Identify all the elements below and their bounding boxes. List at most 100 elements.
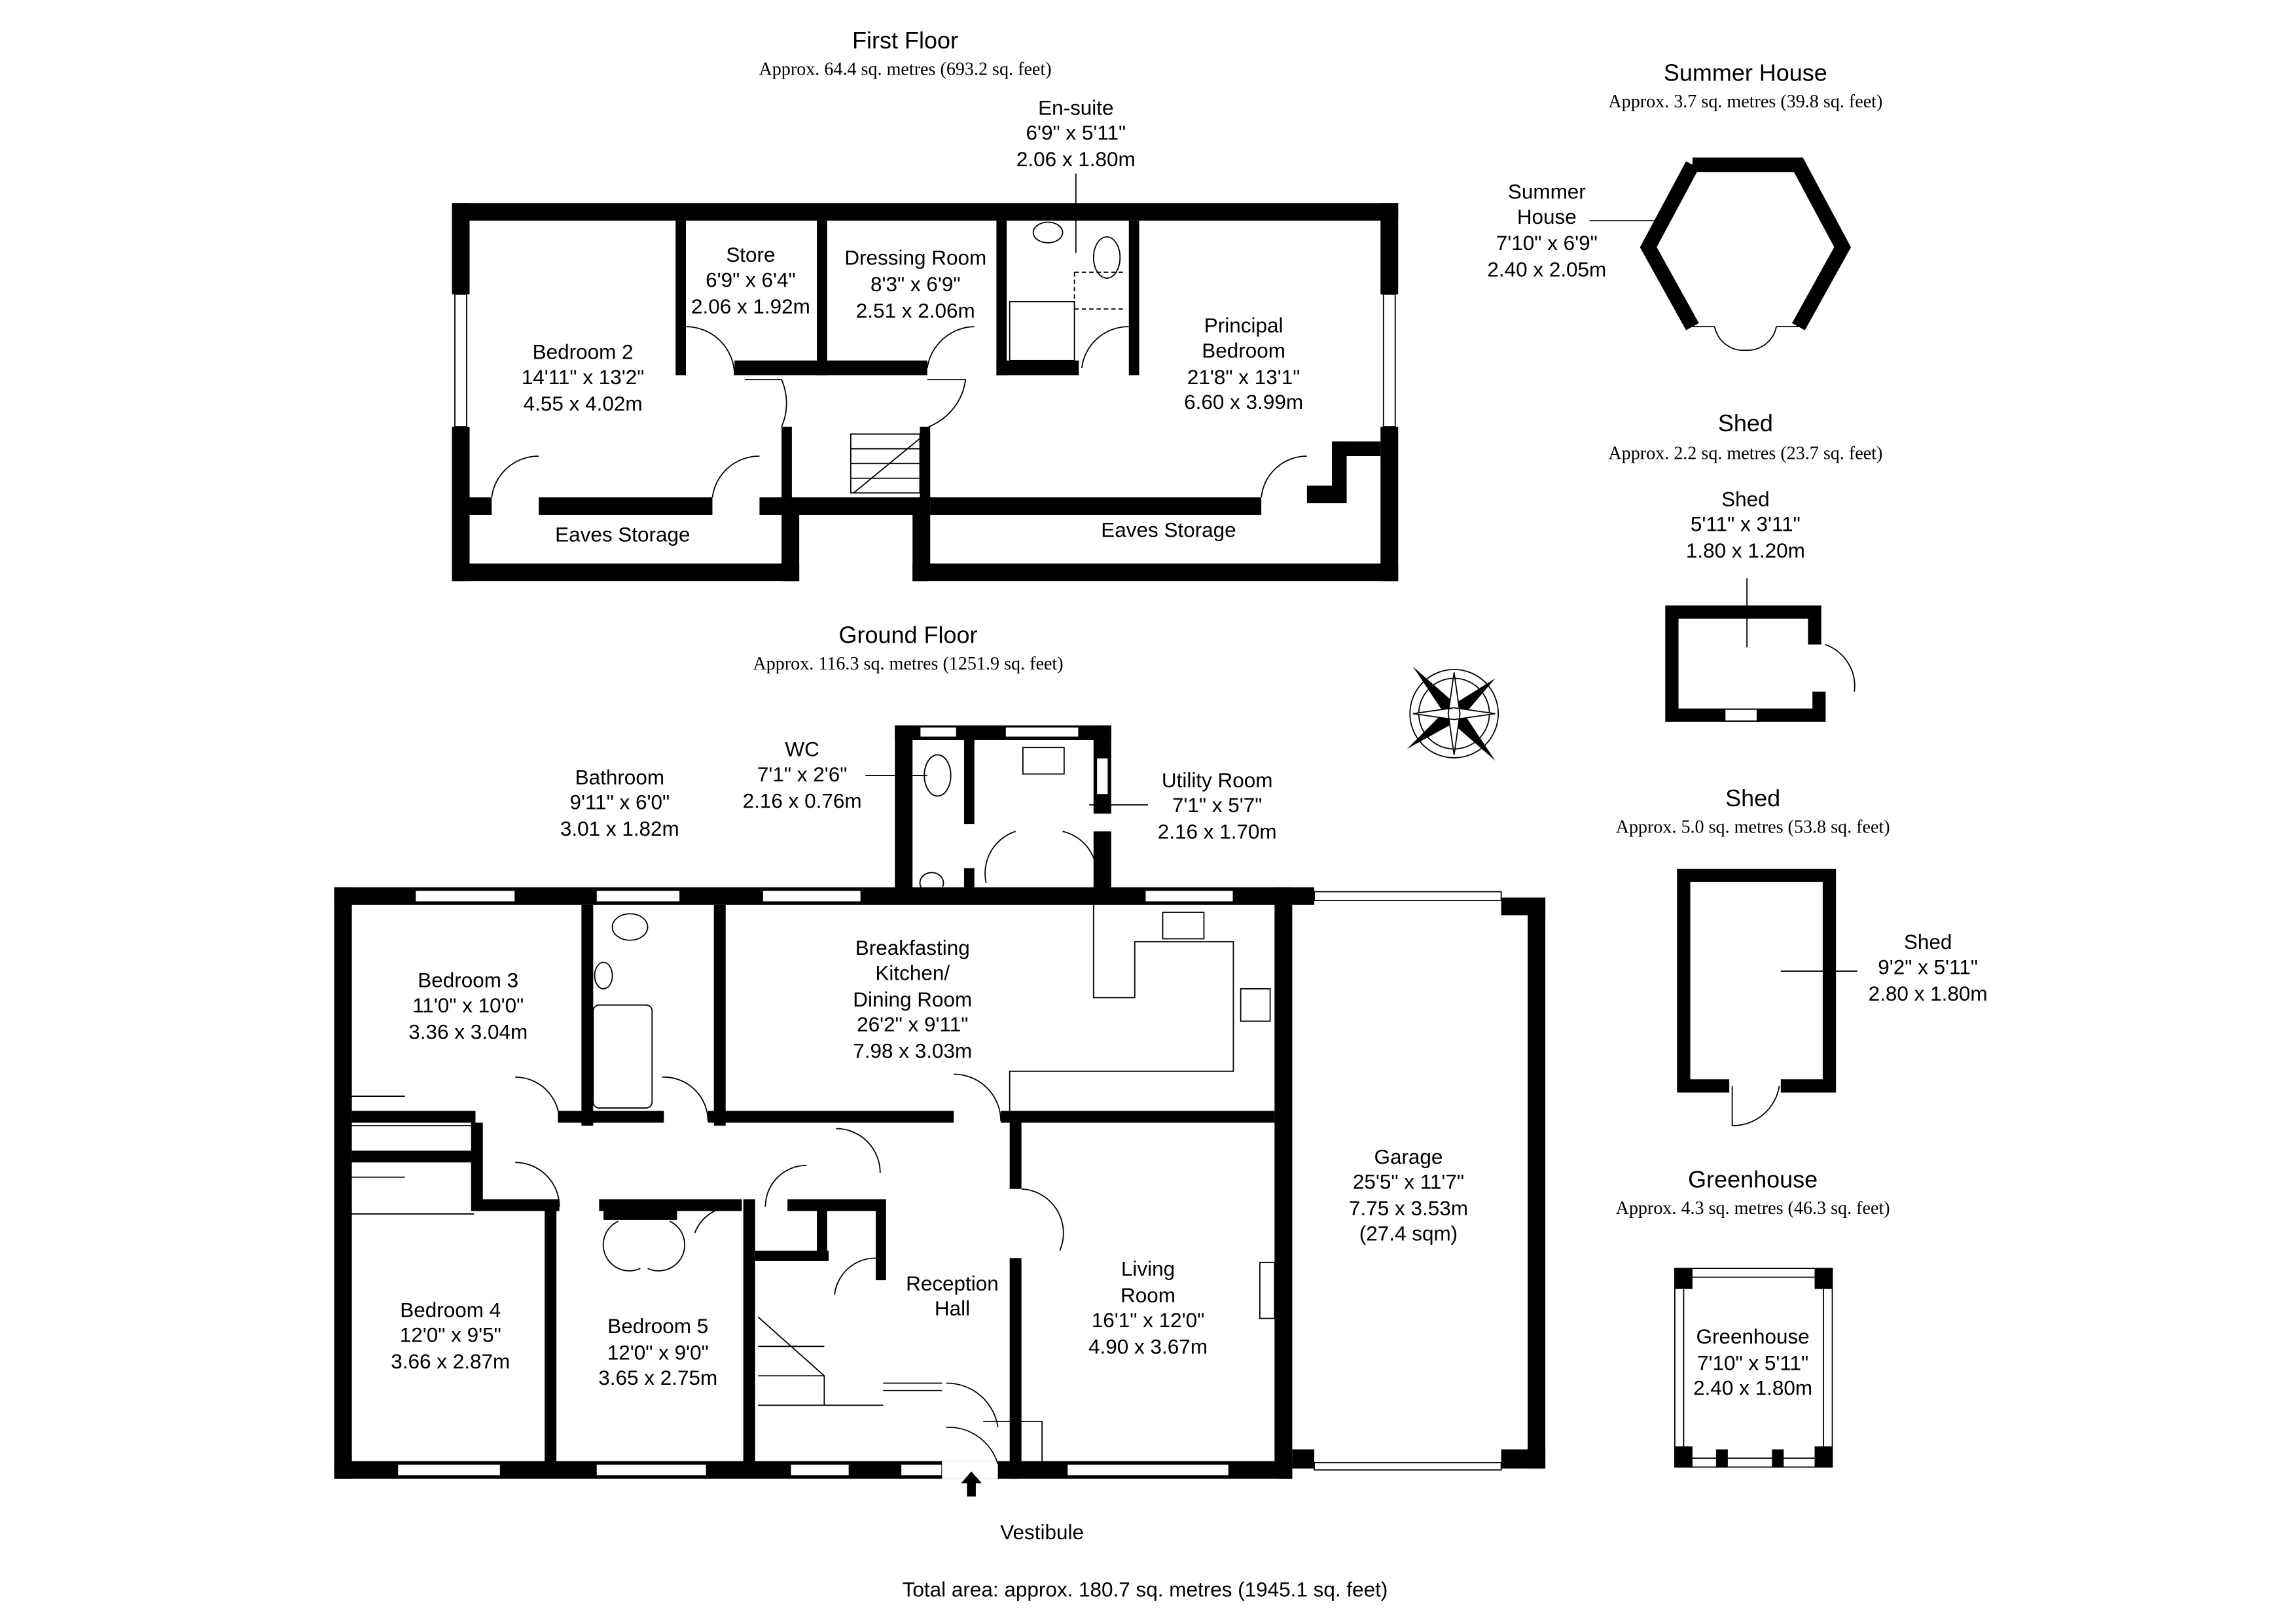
entrance-arrow-icon [961,1471,982,1497]
shed-2-area: Approx. 5.0 sq. metres (53.8 sq. feet) [1616,817,1890,838]
bedroom4-name: Bedroom 4 [400,1298,501,1321]
kitchen-metric: 7.98 x 3.03m [853,1040,972,1063]
dressing-imperial: 8'3" x 6'9" [870,273,961,296]
toilet [611,913,649,941]
shed-1-title: Shed [1718,410,1773,437]
reception-name-2: Hall [935,1297,970,1320]
summer-house-imperial: 7'10" x 6'9" [1496,232,1598,255]
ensuite-name: En-suite [1038,96,1113,119]
summer-house-title: Summer House [1664,60,1827,86]
shed-2-metric: 2.80 x 1.80m [1869,982,1988,1005]
summer-house-plan: Summer House Approx. 3.7 sq. metres (39.… [1487,60,1882,351]
bathroom-name: Bathroom [575,766,664,789]
ground-floor-plan: Ground Floor Approx. 116.3 sq. metres (1… [334,220,1857,1544]
shed-1-area: Approx. 2.2 sq. metres (23.7 sq. feet) [1608,444,1882,464]
principal-metric: 6.60 x 3.99m [1184,391,1303,414]
greenhouse-title: Greenhouse [1688,1166,1818,1192]
bedroom2-imperial: 14'11" x 13'2" [522,366,645,389]
wc-metric: 2.16 x 0.76m [743,789,862,812]
dressing-name: Dressing Room [844,247,986,270]
staircase [757,1316,942,1406]
eaves-storage-left: Eaves Storage [555,523,690,546]
garage-sqm: (27.4 sqm) [1359,1222,1458,1245]
eaves-storage-right: Eaves Storage [1101,519,1236,542]
store-name: Store [726,243,775,266]
living-imperial: 16'1" x 12'0" [1092,1309,1205,1332]
store-imperial: 6'9" x 6'4" [706,268,796,291]
kitchen-name-2: Kitchen/ [875,961,950,984]
wc-imperial: 7'1" x 2'6" [757,763,848,786]
living-name-2: Room [1121,1284,1175,1307]
principal-imperial: 21'8" x 13'1" [1187,366,1300,389]
utility-name: Utility Room [1162,769,1273,792]
bedroom2-metric: 4.55 x 4.02m [524,392,643,415]
garage-imperial: 25'5" x 11'7" [1353,1171,1464,1194]
shed-1-metric: 1.80 x 1.20m [1686,539,1805,562]
wc-name: WC [785,738,819,761]
shed-2-plan: Shed Approx. 5.0 sq. metres (53.8 sq. fe… [1616,785,1988,1126]
compass-rose-icon [1407,666,1499,761]
utility-sink [1022,747,1065,775]
shed-2-name: Shed [1904,931,1952,954]
first-floor-area: Approx. 64.4 sq. metres (693.2 sq. feet) [759,60,1051,80]
ensuite-imperial: 6'9" x 5'11" [1026,122,1126,145]
principal-name-2: Bedroom [1202,339,1285,362]
shed-2-imperial: 9'2" x 5'11" [1878,955,1978,978]
greenhouse-name: Greenhouse [1696,1325,1809,1348]
shower-tray [1009,301,1075,361]
bedroom5-name: Bedroom 5 [607,1315,708,1338]
bath [592,1004,653,1109]
summer-house-metric: 2.40 x 2.05m [1487,259,1606,281]
kitchen-name-1: Breakfasting [855,936,970,959]
bedroom2-name: Bedroom 2 [533,341,634,364]
kitchen-imperial: 26'2" x 9'11" [857,1013,968,1036]
total-area: Total area: approx. 180.7 sq. metres (19… [903,1578,1388,1601]
kitchen-name-3: Dining Room [853,988,972,1011]
shed-2-title: Shed [1725,785,1780,812]
vestibule-name: Vestibule [1000,1521,1084,1544]
fireplace [1259,1262,1276,1319]
shed-1-name: Shed [1721,488,1769,510]
bedroom5-imperial: 12'0" x 9'0" [607,1342,709,1364]
greenhouse-plan: Greenhouse Approx. 4.3 sq. metres (46.3 … [1616,1166,1890,1468]
shed-1-imperial: 5'11" x 3'11" [1691,513,1801,536]
ensuite-metric: 2.06 x 1.80m [1016,148,1136,171]
summer-house-area: Approx. 3.7 sq. metres (39.8 sq. feet) [1608,92,1882,112]
garage-metric: 7.75 x 3.53m [1349,1197,1468,1220]
staircase [850,433,921,494]
bedroom5-metric: 3.65 x 2.75m [598,1366,717,1389]
bedroom3-metric: 3.36 x 3.04m [408,1020,528,1043]
principal-name-1: Principal [1204,314,1283,337]
utility-imperial: 7'1" x 5'7" [1172,794,1263,817]
bedroom3-imperial: 11'0" x 10'0" [412,994,524,1017]
toilet [1092,236,1121,279]
first-floor-plan: First Floor Approx. 64.4 sq. metres (693… [452,27,1399,582]
greenhouse-metric: 2.40 x 1.80m [1693,1376,1812,1399]
basin [1032,221,1064,243]
summer-house-name-1: Summer [1508,181,1586,204]
bedroom4-metric: 3.66 x 2.87m [391,1350,510,1373]
first-floor-title: First Floor [852,27,958,54]
shed-1-plan: Shed Approx. 2.2 sq. metres (23.7 sq. fe… [1608,410,1882,722]
greenhouse-imperial: 7'10" x 5'11" [1697,1351,1808,1374]
wc-toilet [924,754,952,797]
garage-name: Garage [1374,1145,1443,1168]
kitchen-sink [1162,912,1205,940]
greenhouse-area: Approx. 4.3 sq. metres (46.3 sq. feet) [1616,1198,1890,1219]
dressing-metric: 2.51 x 2.06m [856,300,975,323]
bathroom-metric: 3.01 x 1.82m [560,817,679,840]
ground-floor-area: Approx. 116.3 sq. metres (1251.9 sq. fee… [753,654,1063,674]
bathroom-imperial: 9'11" x 6'0" [569,791,670,814]
living-metric: 4.90 x 3.67m [1088,1336,1208,1359]
bedroom4-imperial: 12'0" x 9'5" [400,1324,501,1347]
basin [594,961,613,990]
ground-floor-title: Ground Floor [839,622,978,649]
hob [1240,988,1271,1022]
reception-name-1: Reception [906,1272,999,1295]
store-metric: 2.06 x 1.92m [691,295,810,318]
bedroom3-name: Bedroom 3 [418,969,518,992]
wc-basin [919,872,944,894]
utility-metric: 2.16 x 1.70m [1158,821,1277,844]
living-name-1: Living [1121,1257,1175,1280]
